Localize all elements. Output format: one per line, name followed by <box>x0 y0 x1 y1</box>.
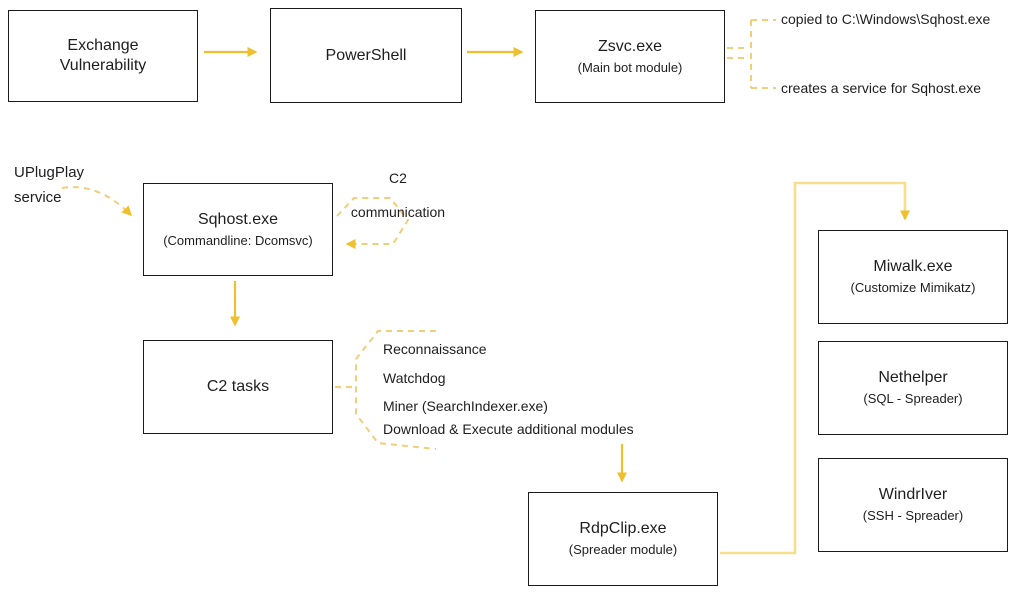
node-sqhost: Sqhost.exe (Commandline: Dcomsvc) <box>143 183 333 276</box>
annotation-line: communication <box>350 204 446 220</box>
annotation-line: UPlugPlay <box>14 164 85 181</box>
dash-arrow-uplugplay-to-sqhost <box>61 186 133 217</box>
node-miwalk: Miwalk.exe (Customize Mimikatz) <box>818 230 1008 324</box>
node-subtitle: (Spreader module) <box>568 542 678 558</box>
task-watchdog: Watchdog <box>383 370 446 386</box>
node-title: Sqhost.exe <box>197 210 279 228</box>
annotation-uplugplay-service: UPlugPlay service <box>14 160 84 210</box>
line-rdpclip-to-miwalk <box>720 181 910 555</box>
node-subtitle: (SSH - Spreader) <box>862 508 964 524</box>
node-title: Exchange Vulnerability <box>59 37 147 74</box>
node-subtitle: (Customize Mimikatz) <box>850 280 976 296</box>
node-zsvc: Zsvc.exe (Main bot module) <box>535 10 725 103</box>
node-title: PowerShell <box>325 46 407 64</box>
node-title: C2 tasks <box>206 378 270 395</box>
node-exchange-vulnerability: Exchange Vulnerability <box>8 10 198 102</box>
dash-brace-c2tasks <box>355 330 437 450</box>
task-reconnaissance: Reconnaissance <box>383 341 487 357</box>
node-subtitle: (Commandline: Dcomsvc) <box>163 232 313 248</box>
node-title: Nethelper <box>878 369 948 387</box>
node-c2-tasks: C2 tasks <box>143 340 333 434</box>
dash-loop-c2-communication <box>336 197 410 249</box>
node-title: Miwalk.exe <box>873 258 953 276</box>
node-powershell: PowerShell <box>270 8 462 103</box>
node-subtitle: (Main bot module) <box>577 59 683 75</box>
node-nethelper: Nethelper (SQL - Spreader) <box>818 341 1008 435</box>
annotation-copied-to-sqhost: copied to C:\Windows\Sqhost.exe <box>781 11 991 27</box>
node-rdpclip: RdpClip.exe (Spreader module) <box>528 492 718 586</box>
node-title: Zsvc.exe <box>597 37 662 55</box>
task-download-execute: Download & Execute additional modules <box>383 421 634 437</box>
node-title: RdpClip.exe <box>579 520 667 538</box>
node-windriver: WindrIver (SSH - Spreader) <box>818 458 1008 552</box>
annotation-line: service <box>14 189 62 206</box>
task-miner: Miner (SearchIndexer.exe) <box>383 398 548 414</box>
annotation-creates-service: creates a service for Sqhost.exe <box>781 80 981 96</box>
annotation-line: C2 <box>389 170 407 186</box>
node-title: WindrIver <box>878 486 948 504</box>
annotation-c2-communication: C2 communication <box>342 153 454 238</box>
node-subtitle: (SQL - Spreader) <box>863 391 963 407</box>
